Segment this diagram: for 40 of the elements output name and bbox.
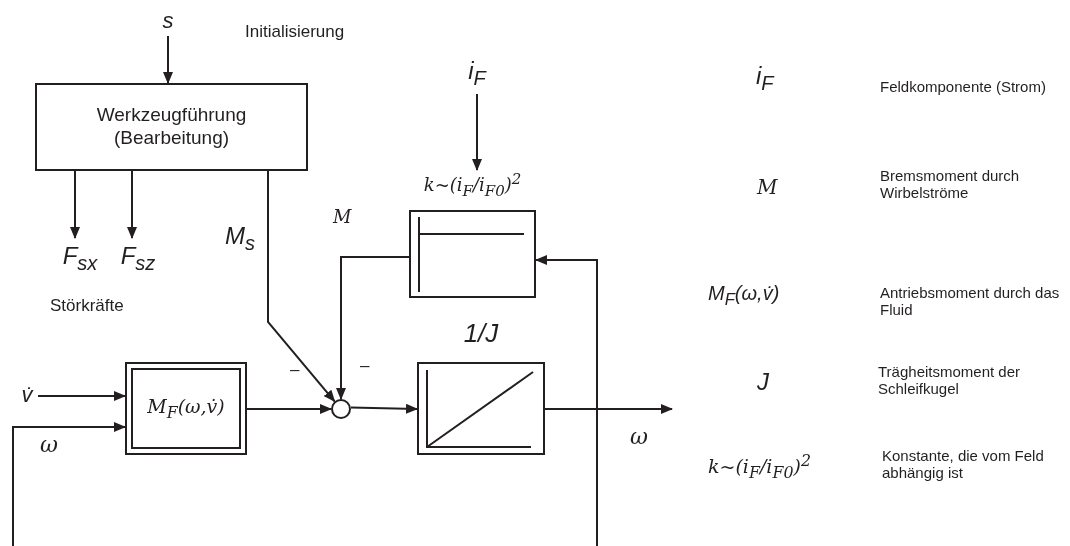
edge-label: M bbox=[333, 207, 352, 228]
function-block: M$_{F}$(ω,v̇) bbox=[125, 362, 247, 455]
minus-sign: – bbox=[360, 356, 370, 376]
description: Feldkomponente (Strom) bbox=[880, 78, 1047, 96]
symbol: J bbox=[757, 368, 769, 396]
input-symbol: i$_{F}$ bbox=[460, 52, 494, 94]
description: Bremsmoment durch Wirbelströme bbox=[880, 167, 1021, 202]
description: Konstante, die vom Feld abhängig ist bbox=[882, 447, 1045, 482]
input-symbol: s bbox=[155, 6, 181, 36]
edge-label: ω bbox=[40, 432, 58, 458]
arrow bbox=[12, 422, 126, 546]
arrow bbox=[70, 170, 80, 239]
edge-label: M$_{s}$ bbox=[225, 222, 255, 255]
block-label: k~(i$_{F}$/i$_{F0}$)$^{2}$ bbox=[422, 170, 523, 200]
arrow bbox=[267, 170, 336, 403]
arrow bbox=[535, 255, 598, 546]
description: Antriebsmoment durch das Fluid bbox=[880, 284, 1060, 319]
symbol: k~(i$_{F}$/i$_{F0}$)$^{2}$ bbox=[708, 452, 811, 483]
symbol: M bbox=[757, 176, 778, 199]
arrow bbox=[544, 404, 673, 414]
summing-junction bbox=[331, 399, 351, 419]
symbol: i$_{F}$ bbox=[756, 62, 774, 95]
force-symbol: F$_{sx}$ bbox=[55, 238, 105, 278]
arrow bbox=[246, 403, 332, 414]
input-symbol: v̇ bbox=[16, 380, 38, 410]
minus-sign: – bbox=[290, 360, 300, 380]
edge-label: ω bbox=[630, 424, 648, 450]
description: Trägheitsmoment der Schleifkugel bbox=[878, 363, 1021, 398]
annotation: Störkräfte bbox=[50, 296, 124, 316]
annotation: Initialisierung bbox=[245, 22, 345, 42]
arrow bbox=[127, 170, 137, 239]
arrow bbox=[37, 391, 126, 401]
arrow bbox=[472, 93, 482, 171]
force-symbol: F$_{sz}$ bbox=[113, 238, 163, 278]
symbol: M$_{F}$(ω,v̇) bbox=[708, 282, 780, 310]
block-label: 1/J bbox=[462, 318, 500, 349]
arrow bbox=[349, 403, 418, 414]
arrow bbox=[163, 35, 173, 84]
arrow bbox=[336, 256, 410, 400]
process-box: Werkzeugführung (Bearbeitung) bbox=[35, 83, 308, 171]
